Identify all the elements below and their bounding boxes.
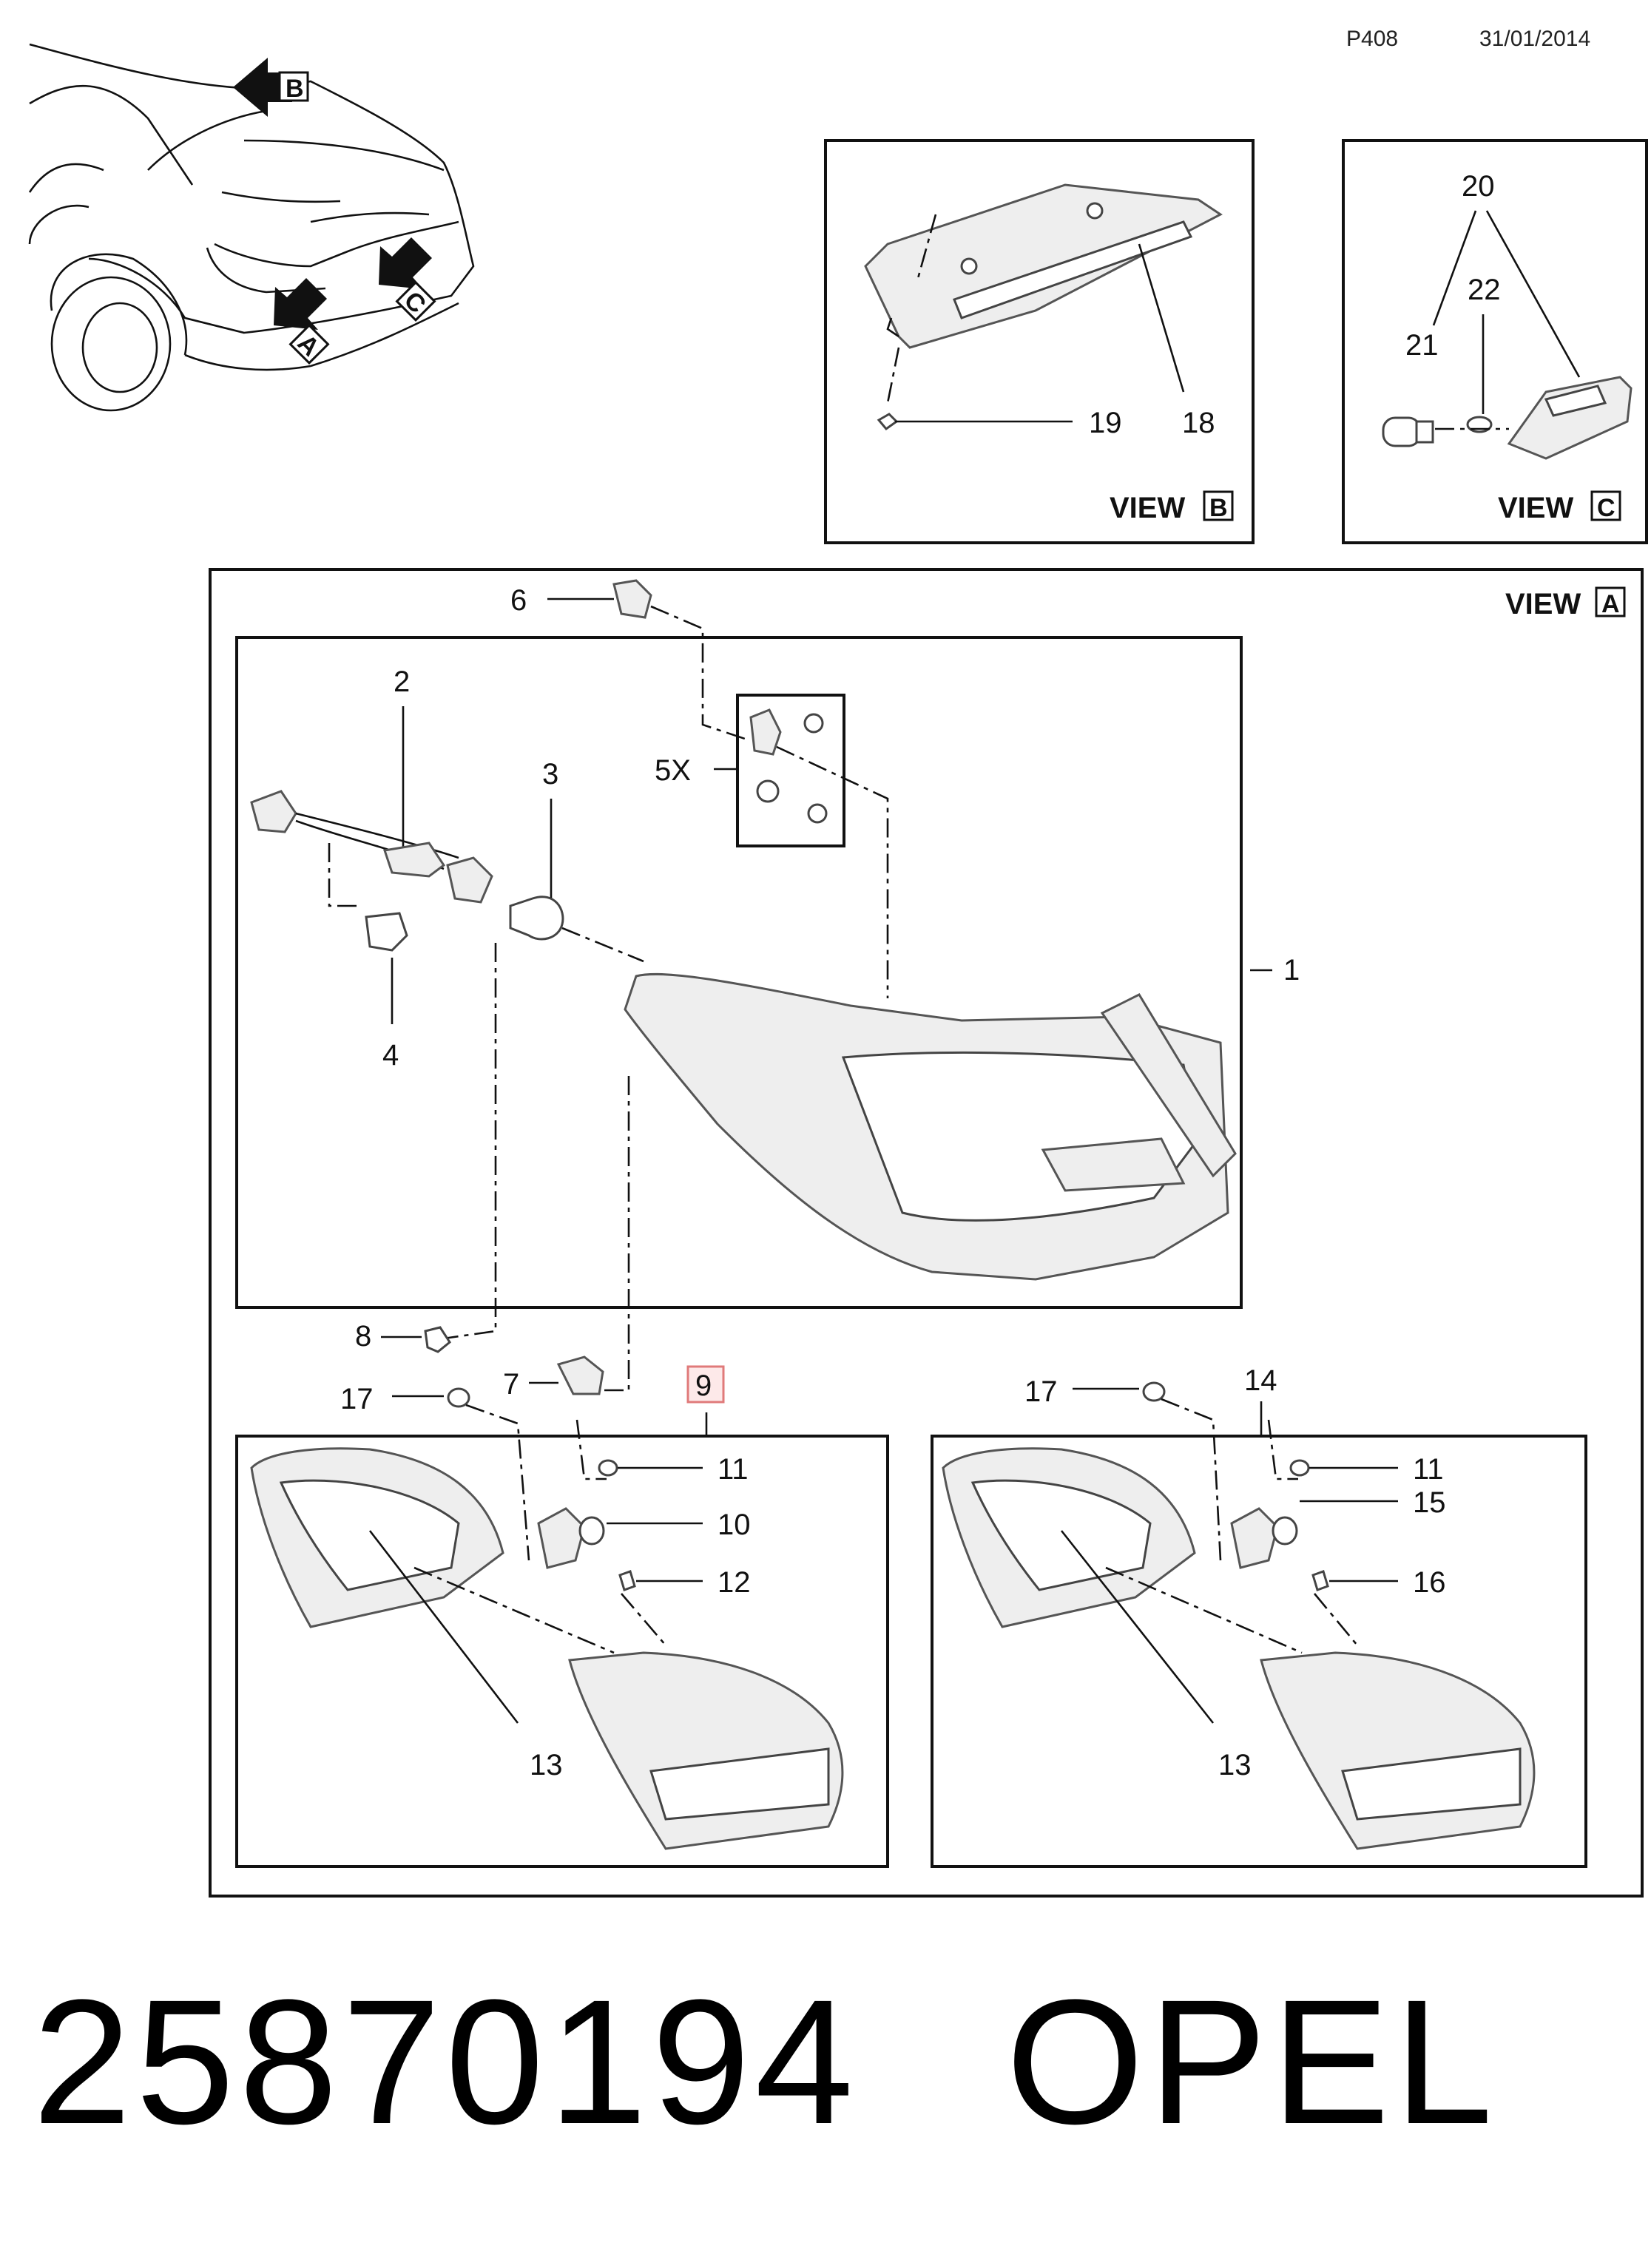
car-overview — [28, 43, 475, 412]
arrow-to-view-b: B — [233, 58, 309, 117]
callout-9-highlight — [686, 1365, 725, 1404]
view-b-title: VIEW — [1110, 492, 1185, 524]
callout-20: 20 — [1462, 170, 1495, 203]
callout-6: 6 — [510, 584, 527, 617]
tail-lamp-box — [235, 636, 1243, 1309]
callout-14: 14 — [1244, 1364, 1277, 1397]
view-a-title: VIEW — [1505, 588, 1581, 620]
callout-11a: 11 — [718, 1453, 749, 1486]
view-c-letter: C — [1597, 494, 1615, 522]
view-a-letter: A — [1601, 590, 1620, 618]
callout-4: 4 — [382, 1039, 399, 1072]
callout-18: 18 — [1182, 407, 1215, 439]
arrow-c-letter: C — [399, 286, 431, 319]
view-b-panel: 19 18 VIEW B — [824, 139, 1255, 544]
part-number: 25870194 — [33, 1963, 858, 2161]
callout-1: 1 — [1283, 954, 1300, 986]
callout-13b: 13 — [1218, 1749, 1252, 1781]
footer-title: 25870194 OPEL — [33, 1960, 1497, 2164]
callout-15: 15 — [1413, 1486, 1446, 1519]
callout-17b: 17 — [1024, 1375, 1058, 1408]
callout-12: 12 — [718, 1566, 751, 1599]
callout-13a: 13 — [530, 1749, 563, 1781]
view-c-panel: 20 22 21 VIEW C — [1342, 139, 1648, 544]
arrow-a-letter: A — [292, 329, 325, 362]
callout-19: 19 — [1089, 407, 1122, 439]
page-code: P408 — [1346, 27, 1399, 51]
brand-name: OPEL — [1005, 1963, 1498, 2161]
inner-lamp-right-box — [931, 1435, 1587, 1868]
callout-8: 8 — [355, 1320, 371, 1353]
callout-3: 3 — [542, 758, 558, 791]
callout-5x: 5X — [655, 754, 691, 787]
callout-10: 10 — [718, 1509, 751, 1541]
callout-11b: 11 — [1413, 1453, 1444, 1486]
diagram-date: 31/01/2014 — [1479, 27, 1591, 51]
callout-22: 22 — [1468, 274, 1501, 306]
inner-lamp-left-box — [235, 1435, 889, 1868]
callout-2: 2 — [394, 666, 410, 698]
callout-21: 21 — [1405, 329, 1439, 362]
callout-16: 16 — [1413, 1566, 1446, 1599]
view-c-title: VIEW — [1498, 492, 1573, 524]
arrow-b-letter: B — [286, 75, 304, 103]
callout-7: 7 — [503, 1368, 519, 1401]
callout-9: 9 — [695, 1370, 712, 1402]
callout-17a: 17 — [340, 1383, 374, 1415]
view-a-panel: VIEW A 6 5X 2 4 3 — [209, 568, 1644, 1898]
clip-set-box — [736, 694, 845, 847]
parts-diagram: B A C 19 18 VIEW B — [28, 43, 1648, 1898]
view-b-letter: B — [1209, 494, 1228, 522]
